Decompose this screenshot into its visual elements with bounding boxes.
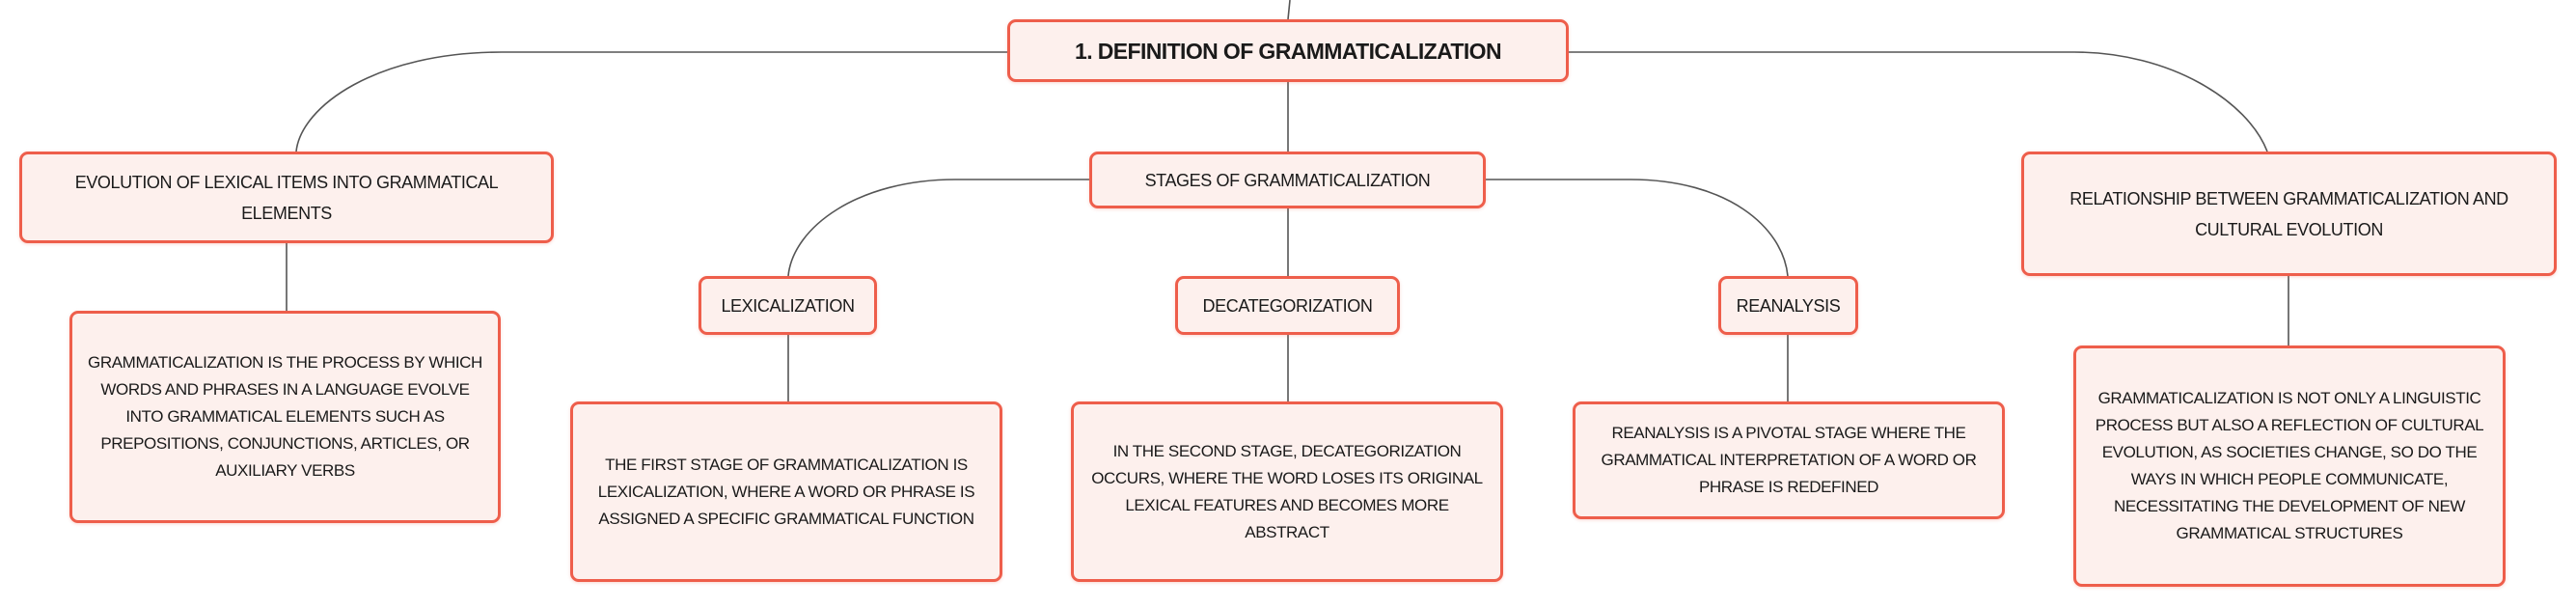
lexicalization-node[interactable]: LEXICALIZATION [699,276,877,335]
reanalysis-node[interactable]: REANALYSIS [1718,276,1858,335]
evolution-topic-label: EVOLUTION OF LEXICAL ITEMS INTO GRAMMATI… [74,172,499,223]
decategorization-label: DECATEGORIZATION [1202,295,1373,316]
stages-topic-node[interactable]: STAGES OF GRAMMATICALIZATION [1089,152,1486,208]
decategorization-node[interactable]: DECATEGORIZATION [1175,276,1400,335]
lexicalization-description-node[interactable]: THE FIRST STAGE OF GRAMMATICALIZATION IS… [570,401,1002,582]
relationship-description-node[interactable]: GRAMMATICALIZATION IS NOT ONLY A LINGUIS… [2073,345,2506,587]
reanalysis-description-text: REANALYSIS IS A PIVOTAL STAGE WHERE THE … [1601,424,1977,496]
evolution-topic-node[interactable]: EVOLUTION OF LEXICAL ITEMS INTO GRAMMATI… [19,152,554,243]
relationship-topic-node[interactable]: RELATIONSHIP BETWEEN GRAMMATICALIZATION … [2021,152,2557,276]
lexicalization-label: LEXICALIZATION [721,295,855,316]
relationship-topic-label: RELATIONSHIP BETWEEN GRAMMATICALIZATION … [2069,188,2508,239]
decategorization-description-node[interactable]: IN THE SECOND STAGE, DECATEGORIZATION OC… [1071,401,1503,582]
reanalysis-description-node[interactable]: REANALYSIS IS A PIVOTAL STAGE WHERE THE … [1573,401,2005,519]
evolution-description-text: GRAMMATICALIZATION IS THE PROCESS BY WHI… [88,353,482,480]
root-topic-label: 1. DEFINITION OF GRAMMATICALIZATION [1075,38,1502,64]
decategorization-description-text: IN THE SECOND STAGE, DECATEGORIZATION OC… [1091,441,1483,541]
lexicalization-description-text: THE FIRST STAGE OF GRAMMATICALIZATION IS… [597,455,975,528]
connector-parent-to-root [1287,0,1291,20]
root-topic-node[interactable]: 1. DEFINITION OF GRAMMATICALIZATION [1007,19,1569,82]
evolution-description-node[interactable]: GRAMMATICALIZATION IS THE PROCESS BY WHI… [69,311,501,523]
connector-stages-to-reanalysis [1486,179,1789,277]
connector-root-to-evolution [295,51,1007,152]
reanalysis-label: REANALYSIS [1736,295,1841,316]
stages-topic-label: STAGES OF GRAMMATICALIZATION [1144,170,1431,190]
connector-root-to-relationship [1569,51,2268,152]
relationship-description-text: GRAMMATICALIZATION IS NOT ONLY A LINGUIS… [2095,389,2484,542]
connector-stages-to-lexicalization [787,179,1089,277]
